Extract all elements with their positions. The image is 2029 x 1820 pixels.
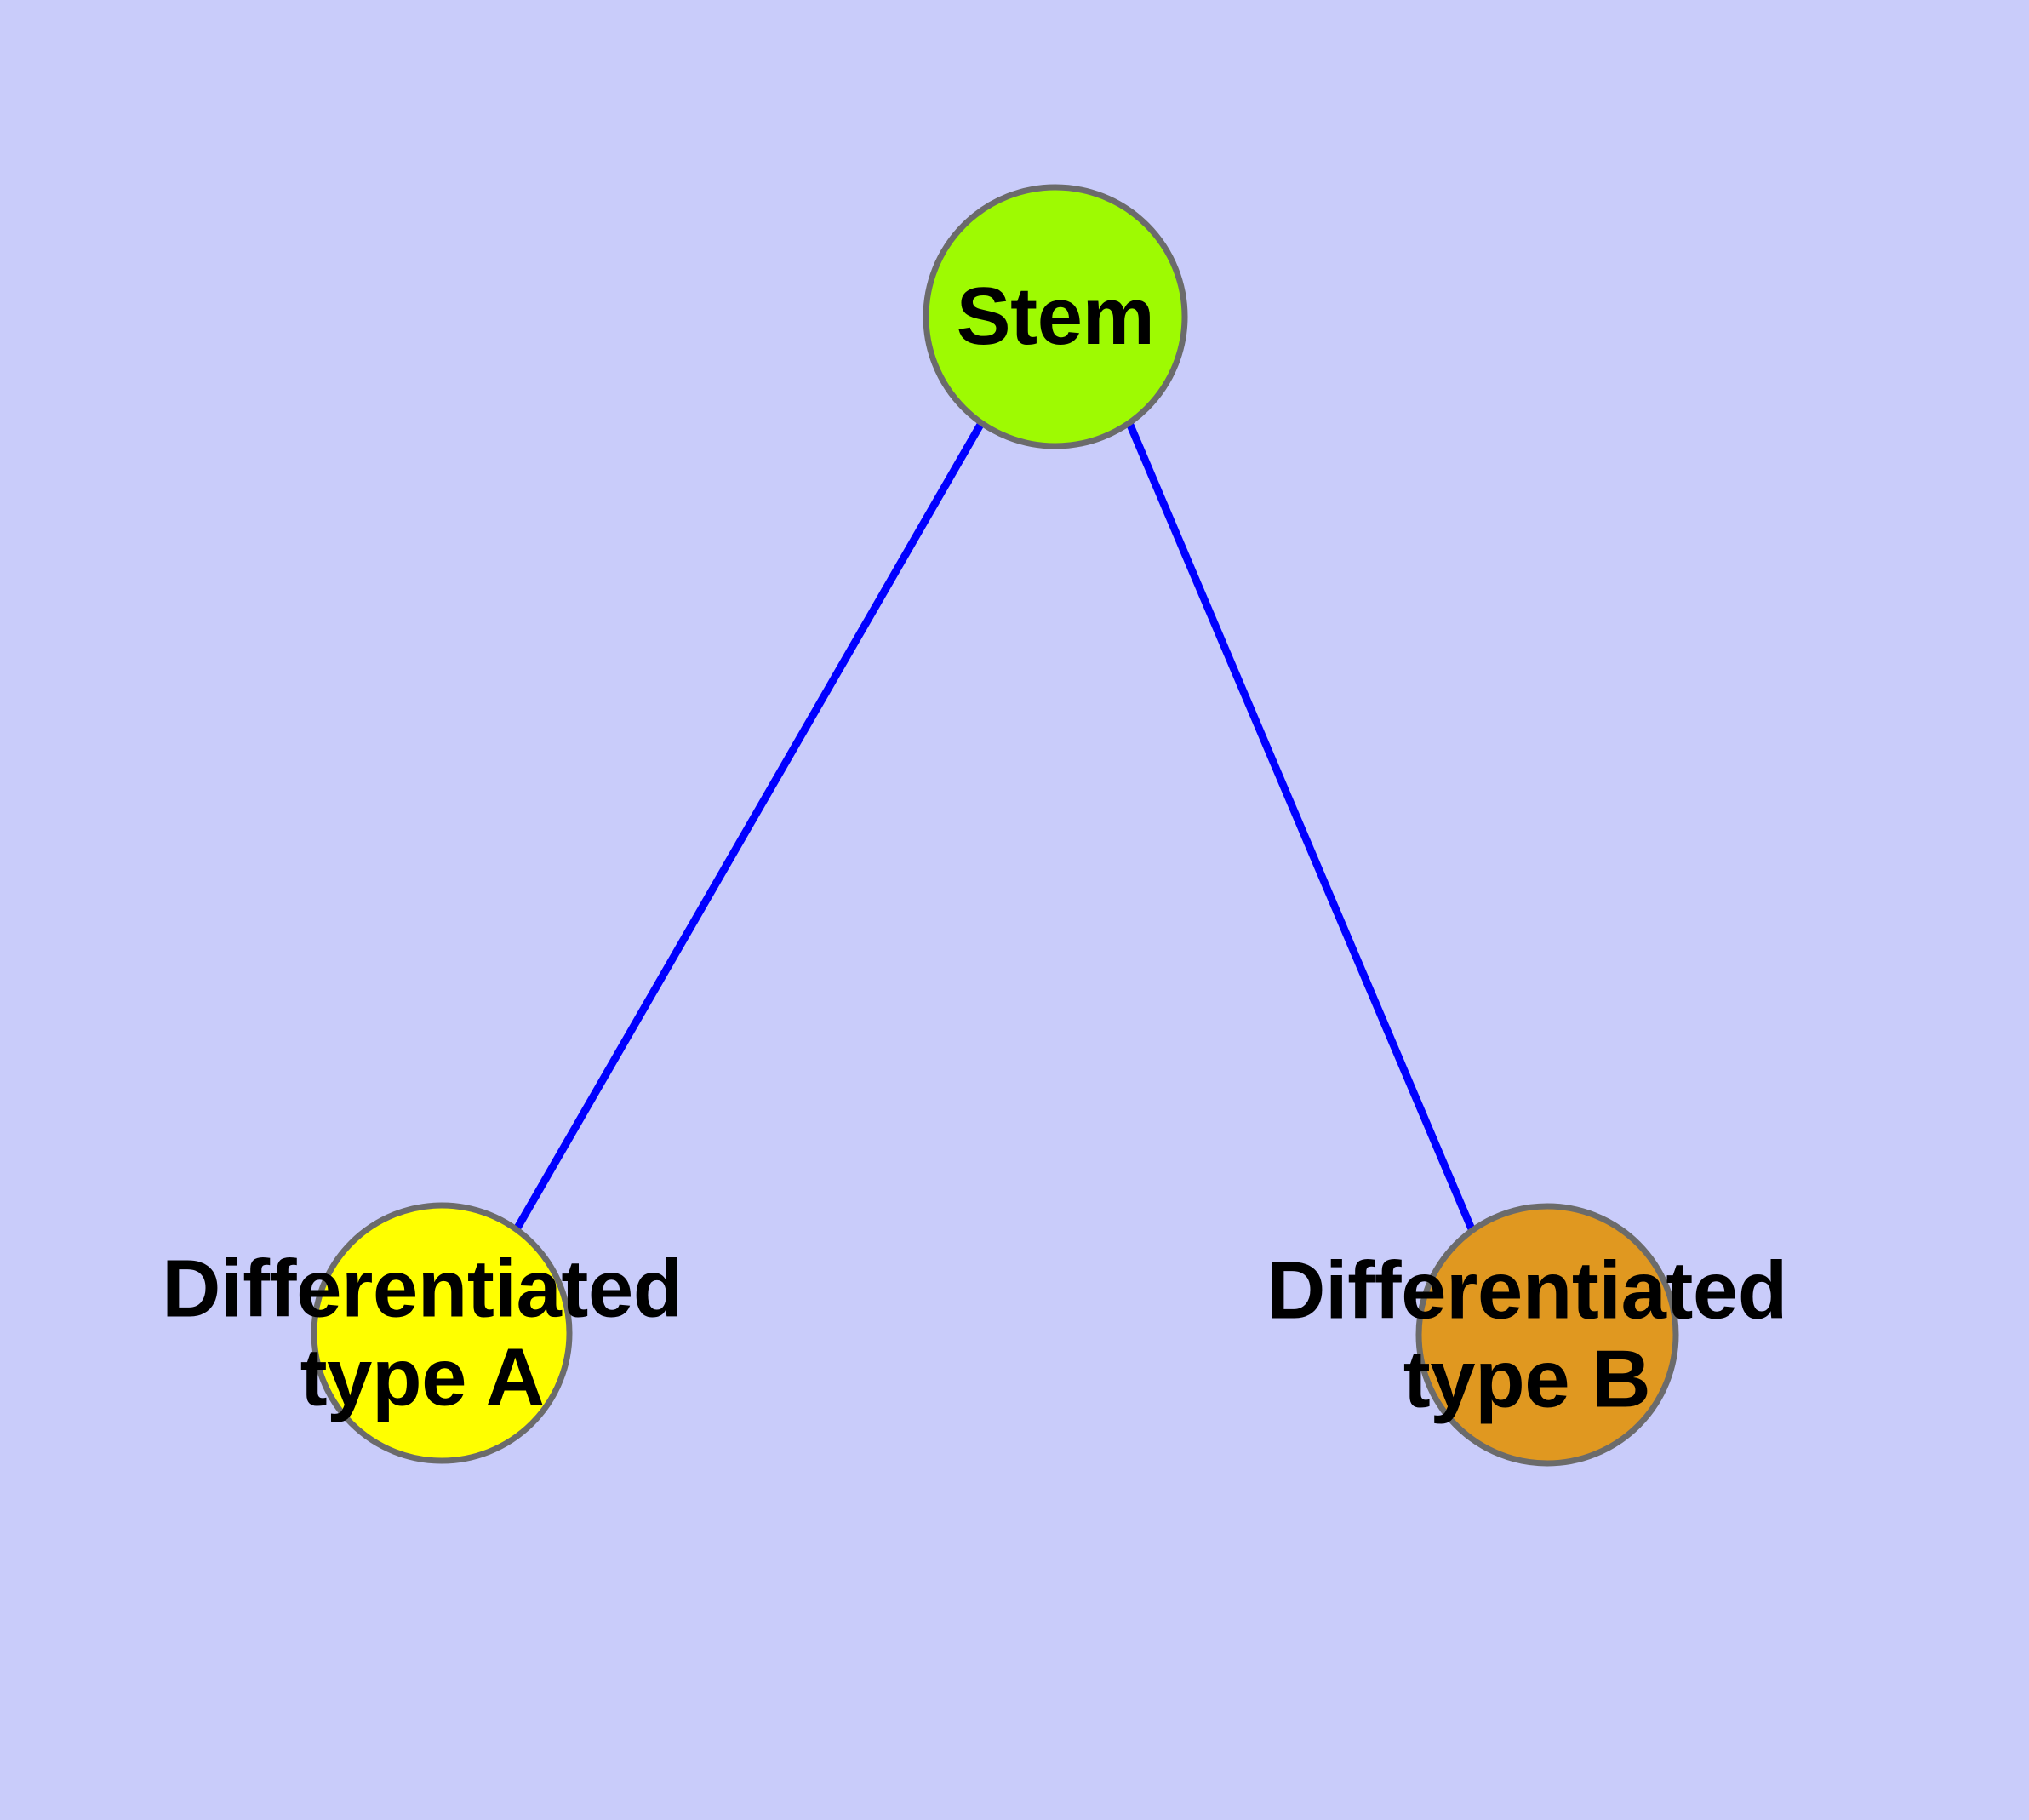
edge-stem-to-differentiated-type-a[interactable] [513, 421, 985, 1232]
edge-stem-to-differentiated-type-b[interactable] [1125, 421, 1477, 1233]
node-differentiated-type-b[interactable] [1415, 1203, 1679, 1467]
nodes-layer [311, 184, 1679, 1467]
edges-layer [513, 421, 1477, 1233]
node-differentiated-type-a[interactable] [311, 1202, 573, 1464]
node-stem[interactable] [923, 184, 1188, 449]
